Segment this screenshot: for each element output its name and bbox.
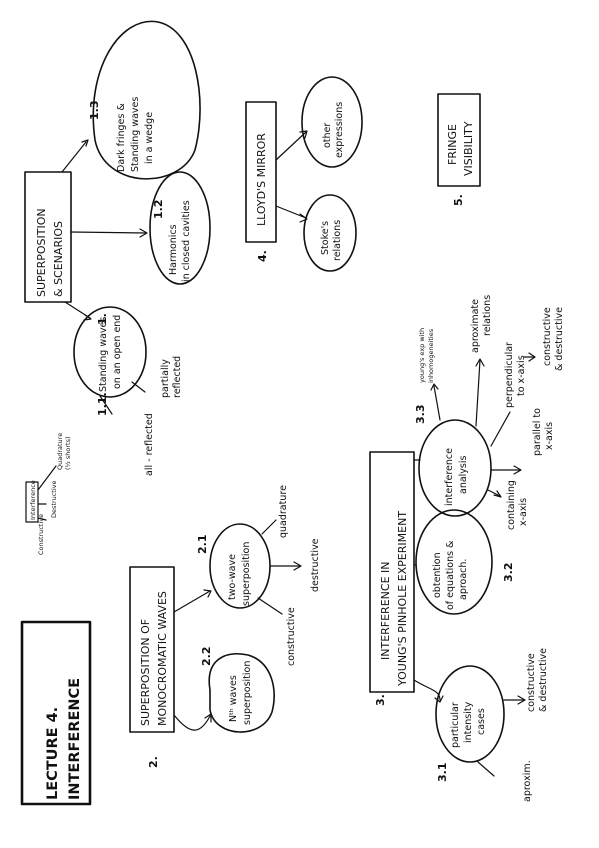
svg-text:other: other [322, 123, 333, 148]
svg-text:containing: containing [506, 480, 517, 530]
section-1-box [24, 171, 72, 303]
svg-text:VISIBILITY: VISIBILITY [462, 121, 475, 176]
svg-text:constructive: constructive [286, 607, 297, 666]
svg-text:x-axis: x-axis [544, 422, 555, 450]
svg-text:SUPERPOSITION OF: SUPERPOSITION OF [139, 619, 152, 726]
svg-text:in a wedge: in a wedge [144, 112, 155, 164]
svg-text:superposition: superposition [242, 661, 253, 725]
svg-text:Interference: Interference [29, 480, 37, 520]
node-1-3 [92, 20, 201, 180]
node-1-1-number: 1.1. [96, 392, 109, 416]
svg-text:particular: particular [450, 702, 461, 748]
node-1-2 [149, 171, 211, 285]
svg-text:of equations &: of equations & [445, 540, 456, 610]
section-2-number: 2. [147, 756, 160, 768]
section-2-box [129, 566, 175, 733]
svg-text:quadrature: quadrature [278, 485, 289, 538]
svg-text:to x-axis: to x-axis [516, 355, 527, 396]
svg-text:Destructive: Destructive [50, 480, 58, 518]
node-3-1-number: 3.1 [436, 763, 449, 783]
svg-text:on an open end: on an open end [112, 315, 123, 389]
section-1-number: 1. [96, 313, 109, 325]
svg-text:young's exp with: young's exp with [418, 328, 426, 383]
svg-text:Harmonics: Harmonics [168, 224, 179, 275]
svg-text:cases: cases [476, 708, 487, 735]
svg-text:reflected: reflected [172, 356, 183, 398]
svg-text:inhomogeneities: inhomogeneities [427, 328, 435, 383]
node-2-1 [209, 523, 271, 609]
node-1-3-number: 1.3 [88, 101, 101, 121]
node-3-3 [418, 419, 492, 517]
node-stokes-relations [303, 194, 357, 272]
svg-text:expressions: expressions [334, 102, 345, 158]
node-2-2 [208, 653, 275, 733]
svg-text:analysis: analysis [458, 455, 469, 494]
svg-text:two-wave: two-wave [227, 554, 238, 600]
svg-text:FRINGE: FRINGE [446, 124, 459, 165]
svg-text:obtention: obtention [432, 552, 443, 598]
title-box [20, 620, 92, 806]
section-3-number: 3. [374, 694, 387, 706]
section-2: SUPERPOSITION OF MONOCROMATIC WAVES 2. t… [129, 485, 321, 768]
svg-text:relations: relations [332, 220, 343, 261]
svg-text:Standing waves: Standing waves [98, 317, 109, 392]
section-5-box [437, 93, 481, 187]
svg-text:constructive: constructive [542, 307, 553, 366]
section-4-box [245, 101, 277, 243]
svg-text:MONOCROMATIC WAVES: MONOCROMATIC WAVES [156, 591, 169, 726]
svg-text:parallel to: parallel to [532, 408, 543, 456]
node-2-1-number: 2.1 [196, 535, 209, 555]
svg-text:partially: partially [160, 359, 171, 398]
section-5: FRINGE VISIBILITY 5. [437, 93, 481, 206]
svg-text:Stoke's: Stoke's [320, 221, 331, 255]
svg-text:aproxim.: aproxim. [522, 760, 533, 802]
node-1-2-number: 1.2 [152, 200, 165, 220]
svg-text:x-axis: x-axis [518, 498, 529, 526]
svg-text:destructive: destructive [310, 538, 321, 592]
section-4-number: 4. [256, 250, 269, 262]
svg-text:LLOYD'S MIRROR: LLOYD'S MIRROR [255, 133, 268, 226]
section-5-number: 5. [452, 194, 465, 206]
svg-text:YOUNG'S PINHOLE EXPERIMENT: YOUNG'S PINHOLE EXPERIMENT [396, 511, 409, 687]
node-3-2 [415, 509, 493, 615]
node-1-1 [73, 306, 147, 398]
svg-text:& destructive: & destructive [554, 307, 565, 371]
svg-text:Nᵗʰ waves: Nᵗʰ waves [228, 675, 239, 722]
svg-text:SUPERPOSITION: SUPERPOSITION [35, 208, 48, 297]
node-3-1 [435, 665, 505, 763]
svg-text:& destructive: & destructive [538, 648, 549, 712]
svg-text:& SCENARIOS: & SCENARIOS [52, 221, 65, 297]
node-3-3-number: 3.3 [414, 405, 427, 425]
svg-text:in closed cavities: in closed cavities [181, 200, 192, 282]
title-line-1: LECTURE 4. [45, 707, 61, 800]
svg-text:INTERFERENCE IN: INTERFERENCE IN [379, 562, 392, 660]
svg-text:intensity: intensity [463, 701, 474, 743]
svg-text:perpendicular: perpendicular [504, 342, 515, 408]
section-3: INTERFERENCE IN YOUNG'S PINHOLE EXPERIME… [369, 295, 565, 802]
svg-text:Dark fringes &: Dark fringes & [116, 103, 127, 172]
svg-text:relations: relations [482, 295, 493, 336]
node-other-expressions [301, 76, 363, 168]
svg-text:aproach.: aproach. [458, 559, 469, 600]
section-1: SUPERPOSITION & SCENARIOS 1. Standing wa… [24, 20, 211, 476]
svg-text:all - reflected: all - reflected [144, 413, 155, 476]
section-4: LLOYD'S MIRROR 4. other expressions Stok… [245, 76, 363, 272]
legend: Interference Constructive Destructive Qu… [25, 433, 72, 555]
svg-text:(½ shorts): (½ shorts) [64, 436, 72, 470]
svg-text:Quadrature: Quadrature [56, 433, 64, 470]
node-3-2-number: 3.2 [502, 563, 515, 583]
node-2-2-number: 2.2 [200, 647, 213, 667]
svg-text:Constructive: Constructive [37, 514, 45, 555]
svg-text:superposition: superposition [241, 542, 252, 606]
section-3-box [369, 451, 415, 693]
svg-text:aproximate: aproximate [470, 299, 481, 353]
svg-text:Standing waves: Standing waves [130, 97, 141, 172]
svg-text:constructive: constructive [526, 653, 537, 712]
title-line-2: INTERFERENCE [67, 678, 83, 800]
svg-text:interference: interference [444, 448, 455, 506]
